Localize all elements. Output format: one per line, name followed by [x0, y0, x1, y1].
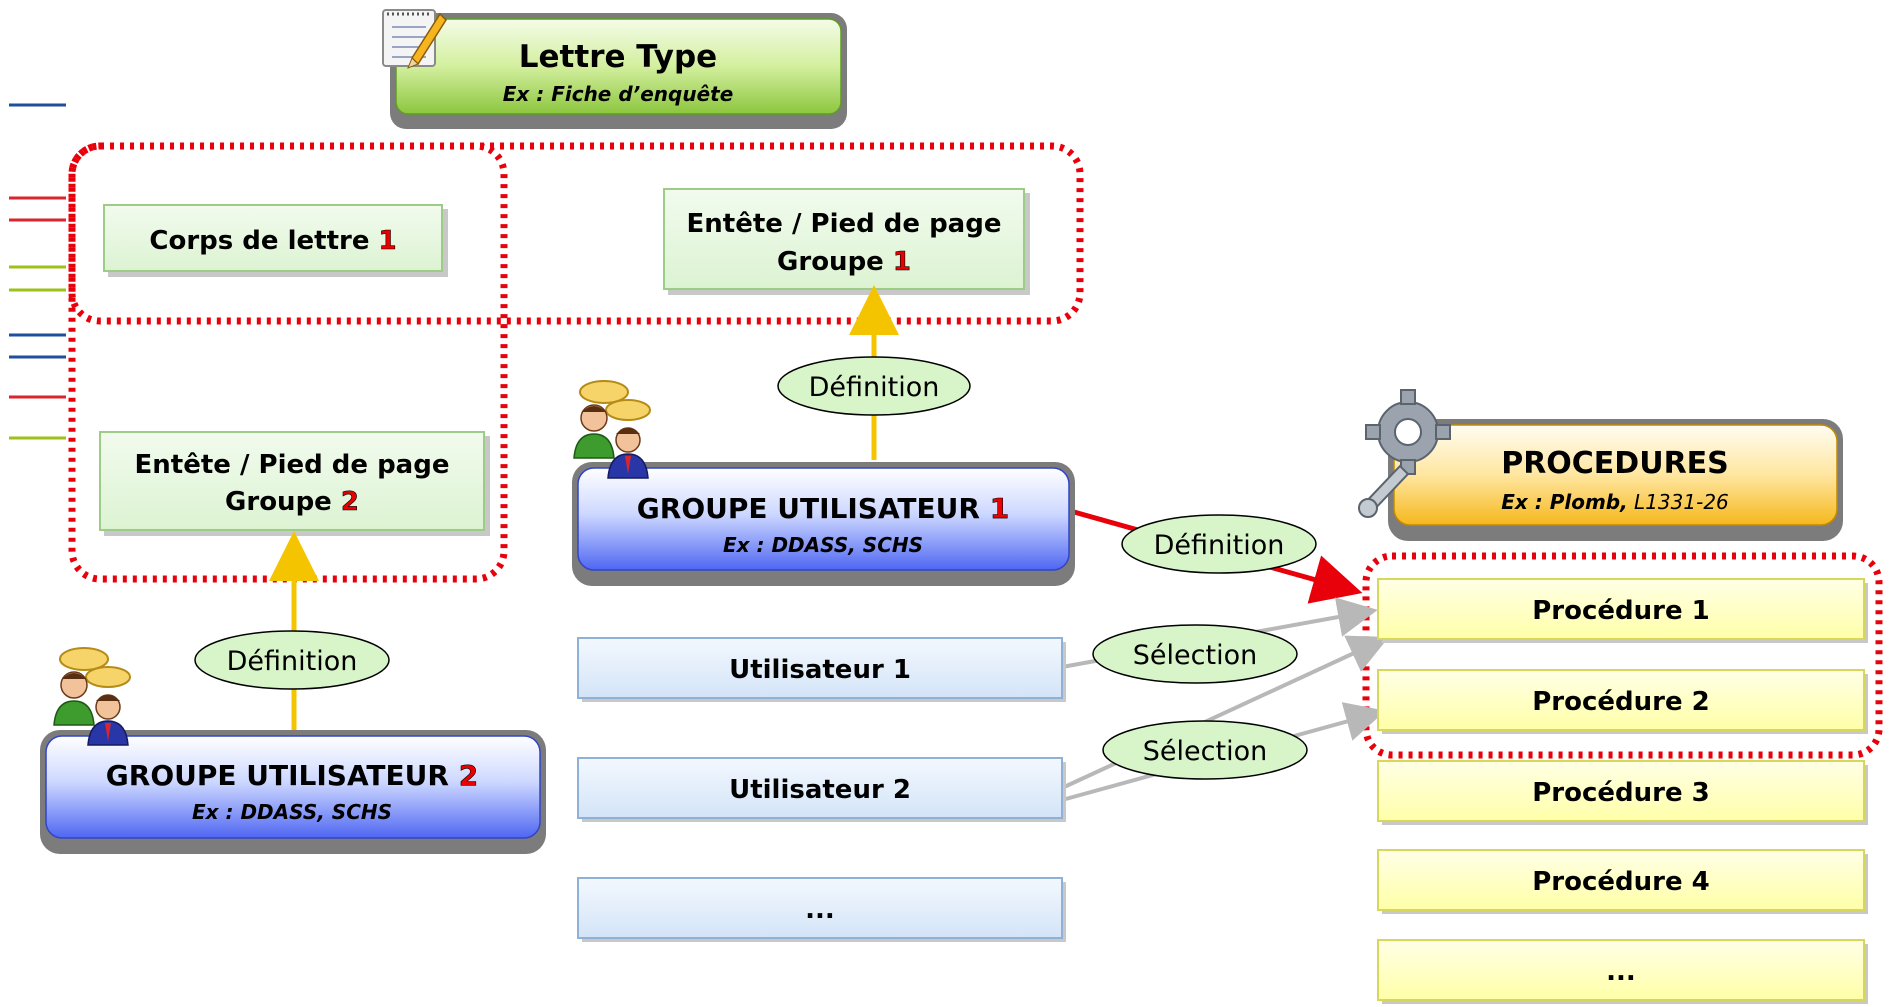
edge-label-definition-1-text: Définition — [809, 372, 940, 403]
svg-text:GROUPE UTILISATEUR 1: GROUPE UTILISATEUR 1 — [637, 492, 1009, 525]
procedure-label: ... — [1606, 957, 1636, 987]
user-label: Utilisateur 2 — [729, 775, 911, 805]
entete-2-line2: Groupe — [225, 487, 341, 517]
entete-2-line1: Entête / Pied de page — [135, 450, 450, 480]
procedures-title: PROCEDURES — [1501, 446, 1729, 481]
corps-de-lettre-num: 1 — [379, 226, 397, 256]
procedures-example-bold: Ex : Plomb, — [1501, 490, 1628, 514]
entete-1-line1: Entête / Pied de page — [687, 209, 1002, 239]
edge-label-definition-3: Définition — [1121, 514, 1317, 574]
edge-label-definition-2: Définition — [194, 630, 390, 690]
procedure-label: Procédure 3 — [1532, 778, 1710, 808]
user-box[interactable]: Utilisateur 2 — [577, 757, 1066, 822]
dotted-group-procedures — [1362, 552, 1883, 759]
svg-text:GROUPE UTILISATEUR 2: GROUPE UTILISATEUR 2 — [106, 759, 478, 792]
procedure-box[interactable]: Procédure 1 — [1377, 578, 1868, 643]
groupe-2-num: 2 — [459, 759, 478, 792]
entete-1-num: 1 — [893, 247, 911, 277]
user-box[interactable]: Utilisateur 1 — [577, 637, 1066, 702]
edge-label-selection-2-text: Sélection — [1143, 736, 1267, 767]
svg-text:Groupe 2: Groupe 2 — [225, 487, 359, 517]
groupe-2-example: Ex : DDASS, SCHS — [192, 800, 392, 824]
procedure-box[interactable]: ... — [1377, 939, 1868, 1004]
entete-2-num: 2 — [341, 487, 359, 517]
groupe-1-title: GROUPE UTILISATEUR — [637, 492, 990, 525]
procedure-label: Procédure 1 — [1532, 596, 1710, 626]
user-box[interactable]: ... — [577, 877, 1066, 942]
lettre-type-box[interactable]: Lettre Type Ex : Fiche d’enquête — [390, 13, 847, 129]
corps-de-lettre-label: Corps de lettre — [149, 226, 378, 256]
procedures-box[interactable]: PROCEDURES Ex : Plomb, L1331-26 — [1388, 419, 1843, 541]
gear-wrench-icon — [1358, 389, 1451, 518]
notepad-pencil-icon — [382, 9, 447, 69]
groupe-1-num: 1 — [990, 492, 1009, 525]
user-label: ... — [805, 895, 835, 925]
lettre-type-title: Lettre Type — [519, 39, 717, 75]
entete-groupe-1-box[interactable]: Entête / Pied de page Groupe 1 — [663, 188, 1030, 295]
edge-label-definition-2-text: Définition — [227, 646, 358, 677]
corps-de-lettre-box[interactable]: Corps de lettre 1 — [103, 204, 448, 277]
edge-label-selection-1-text: Sélection — [1133, 640, 1257, 671]
procedure-label: Procédure 4 — [1532, 867, 1710, 897]
entete-groupe-2-box[interactable]: Entête / Pied de page Groupe 2 — [99, 431, 490, 536]
procedure-box[interactable]: Procédure 2 — [1377, 669, 1868, 734]
entete-1-line2: Groupe — [777, 247, 893, 277]
groupe-utilisateur-1-box[interactable]: GROUPE UTILISATEUR 1 Ex : DDASS, SCHS — [572, 462, 1075, 586]
edge-decoration-lines — [9, 103, 66, 440]
edge-label-definition-3-text: Définition — [1154, 530, 1285, 561]
users-group-icon — [53, 647, 131, 746]
groupe-utilisateur-2-box[interactable]: GROUPE UTILISATEUR 2 Ex : DDASS, SCHS — [40, 730, 546, 854]
user-label: Utilisateur 1 — [729, 655, 911, 685]
svg-text:Ex : Plomb, L1331-26: Ex : Plomb, L1331-26 — [1501, 490, 1729, 514]
svg-text:Corps de lettre 1: Corps de lettre 1 — [149, 226, 396, 256]
edge-label-definition-1: Définition — [777, 356, 971, 416]
procedures-example-rest: L1331-26 — [1628, 490, 1729, 514]
procedure-box[interactable]: Procédure 3 — [1377, 760, 1868, 825]
edge-label-selection-1: Sélection — [1092, 624, 1298, 684]
groupe-1-example: Ex : DDASS, SCHS — [723, 533, 923, 557]
procedure-box[interactable]: Procédure 4 — [1377, 849, 1868, 914]
edge-label-selection-2: Sélection — [1102, 720, 1308, 780]
users-group-icon — [573, 380, 651, 479]
procedure-label: Procédure 2 — [1532, 687, 1710, 717]
groupe-2-title: GROUPE UTILISATEUR — [106, 759, 459, 792]
lettre-type-example: Ex : Fiche d’enquête — [503, 82, 734, 106]
svg-text:Groupe 1: Groupe 1 — [777, 247, 911, 277]
